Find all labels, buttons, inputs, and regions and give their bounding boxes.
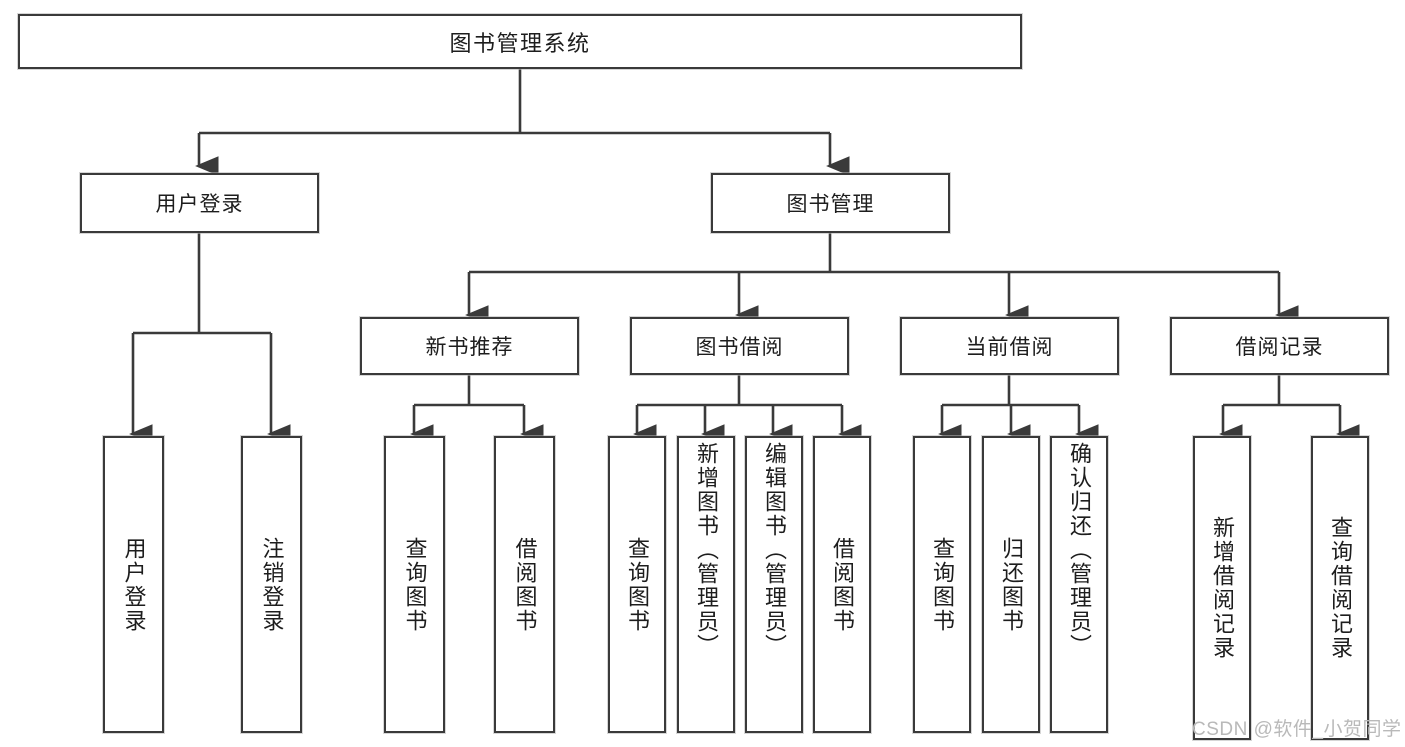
node-label: 查询图书 xyxy=(402,536,428,633)
node-label: 用户登录 xyxy=(121,536,147,633)
node-book-borrow[interactable]: 图书借阅 xyxy=(630,317,849,375)
node-label: 用户登录 xyxy=(155,193,244,216)
leaf-borrow-edit-book-admin[interactable]: 编辑图书（管理员） xyxy=(745,436,803,733)
node-label: 新增借阅记录 xyxy=(1209,516,1235,660)
leaf-user-login-logout[interactable]: 注销登录 xyxy=(241,436,302,733)
node-borrow-record[interactable]: 借阅记录 xyxy=(1170,317,1389,375)
node-current-borrow[interactable]: 当前借阅 xyxy=(900,317,1119,375)
node-label: 借阅图书 xyxy=(829,536,855,633)
node-label: 查询借阅记录 xyxy=(1327,516,1353,660)
node-label: 查询图书 xyxy=(624,536,650,633)
node-label: 借阅记录 xyxy=(1235,336,1324,359)
node-book-management[interactable]: 图书管理 xyxy=(711,173,950,233)
leaf-recommend-borrow-book[interactable]: 借阅图书 xyxy=(494,436,555,733)
node-user-login[interactable]: 用户登录 xyxy=(80,173,319,233)
leaf-borrow-add-book-admin[interactable]: 新增图书（管理员） xyxy=(677,436,735,733)
leaf-current-query-book[interactable]: 查询图书 xyxy=(913,436,971,733)
node-label: 归还图书 xyxy=(998,536,1024,633)
node-label: 查询图书 xyxy=(929,536,955,633)
leaf-borrow-borrow-book[interactable]: 借阅图书 xyxy=(813,436,871,733)
node-root-system[interactable]: 图书管理系统 xyxy=(18,14,1022,69)
node-label: 新书推荐 xyxy=(425,336,514,359)
leaf-current-return-book[interactable]: 归还图书 xyxy=(982,436,1040,733)
node-label: 编辑图书（管理员） xyxy=(761,442,787,658)
node-label: 图书管理系统 xyxy=(449,30,591,56)
leaf-record-add-record[interactable]: 新增借阅记录 xyxy=(1193,436,1251,740)
node-label: 图书借阅 xyxy=(695,336,784,359)
leaf-current-confirm-return-admin[interactable]: 确认归还（管理员） xyxy=(1050,436,1108,733)
node-label: 确认归还（管理员） xyxy=(1066,442,1092,658)
node-new-book-recommend[interactable]: 新书推荐 xyxy=(360,317,579,375)
node-label: 图书管理 xyxy=(786,193,875,216)
csdn-watermark: CSDN @软件_小贺同学 xyxy=(1192,719,1402,740)
node-label: 注销登录 xyxy=(259,536,285,633)
node-label: 新增图书（管理员） xyxy=(693,442,719,658)
leaf-user-login-login[interactable]: 用户登录 xyxy=(103,436,164,733)
node-label: 借阅图书 xyxy=(512,536,538,633)
leaf-record-query-record[interactable]: 查询借阅记录 xyxy=(1311,436,1369,740)
leaf-recommend-query-book[interactable]: 查询图书 xyxy=(384,436,445,733)
leaf-borrow-query-book[interactable]: 查询图书 xyxy=(608,436,666,733)
node-label: 当前借阅 xyxy=(965,336,1054,359)
